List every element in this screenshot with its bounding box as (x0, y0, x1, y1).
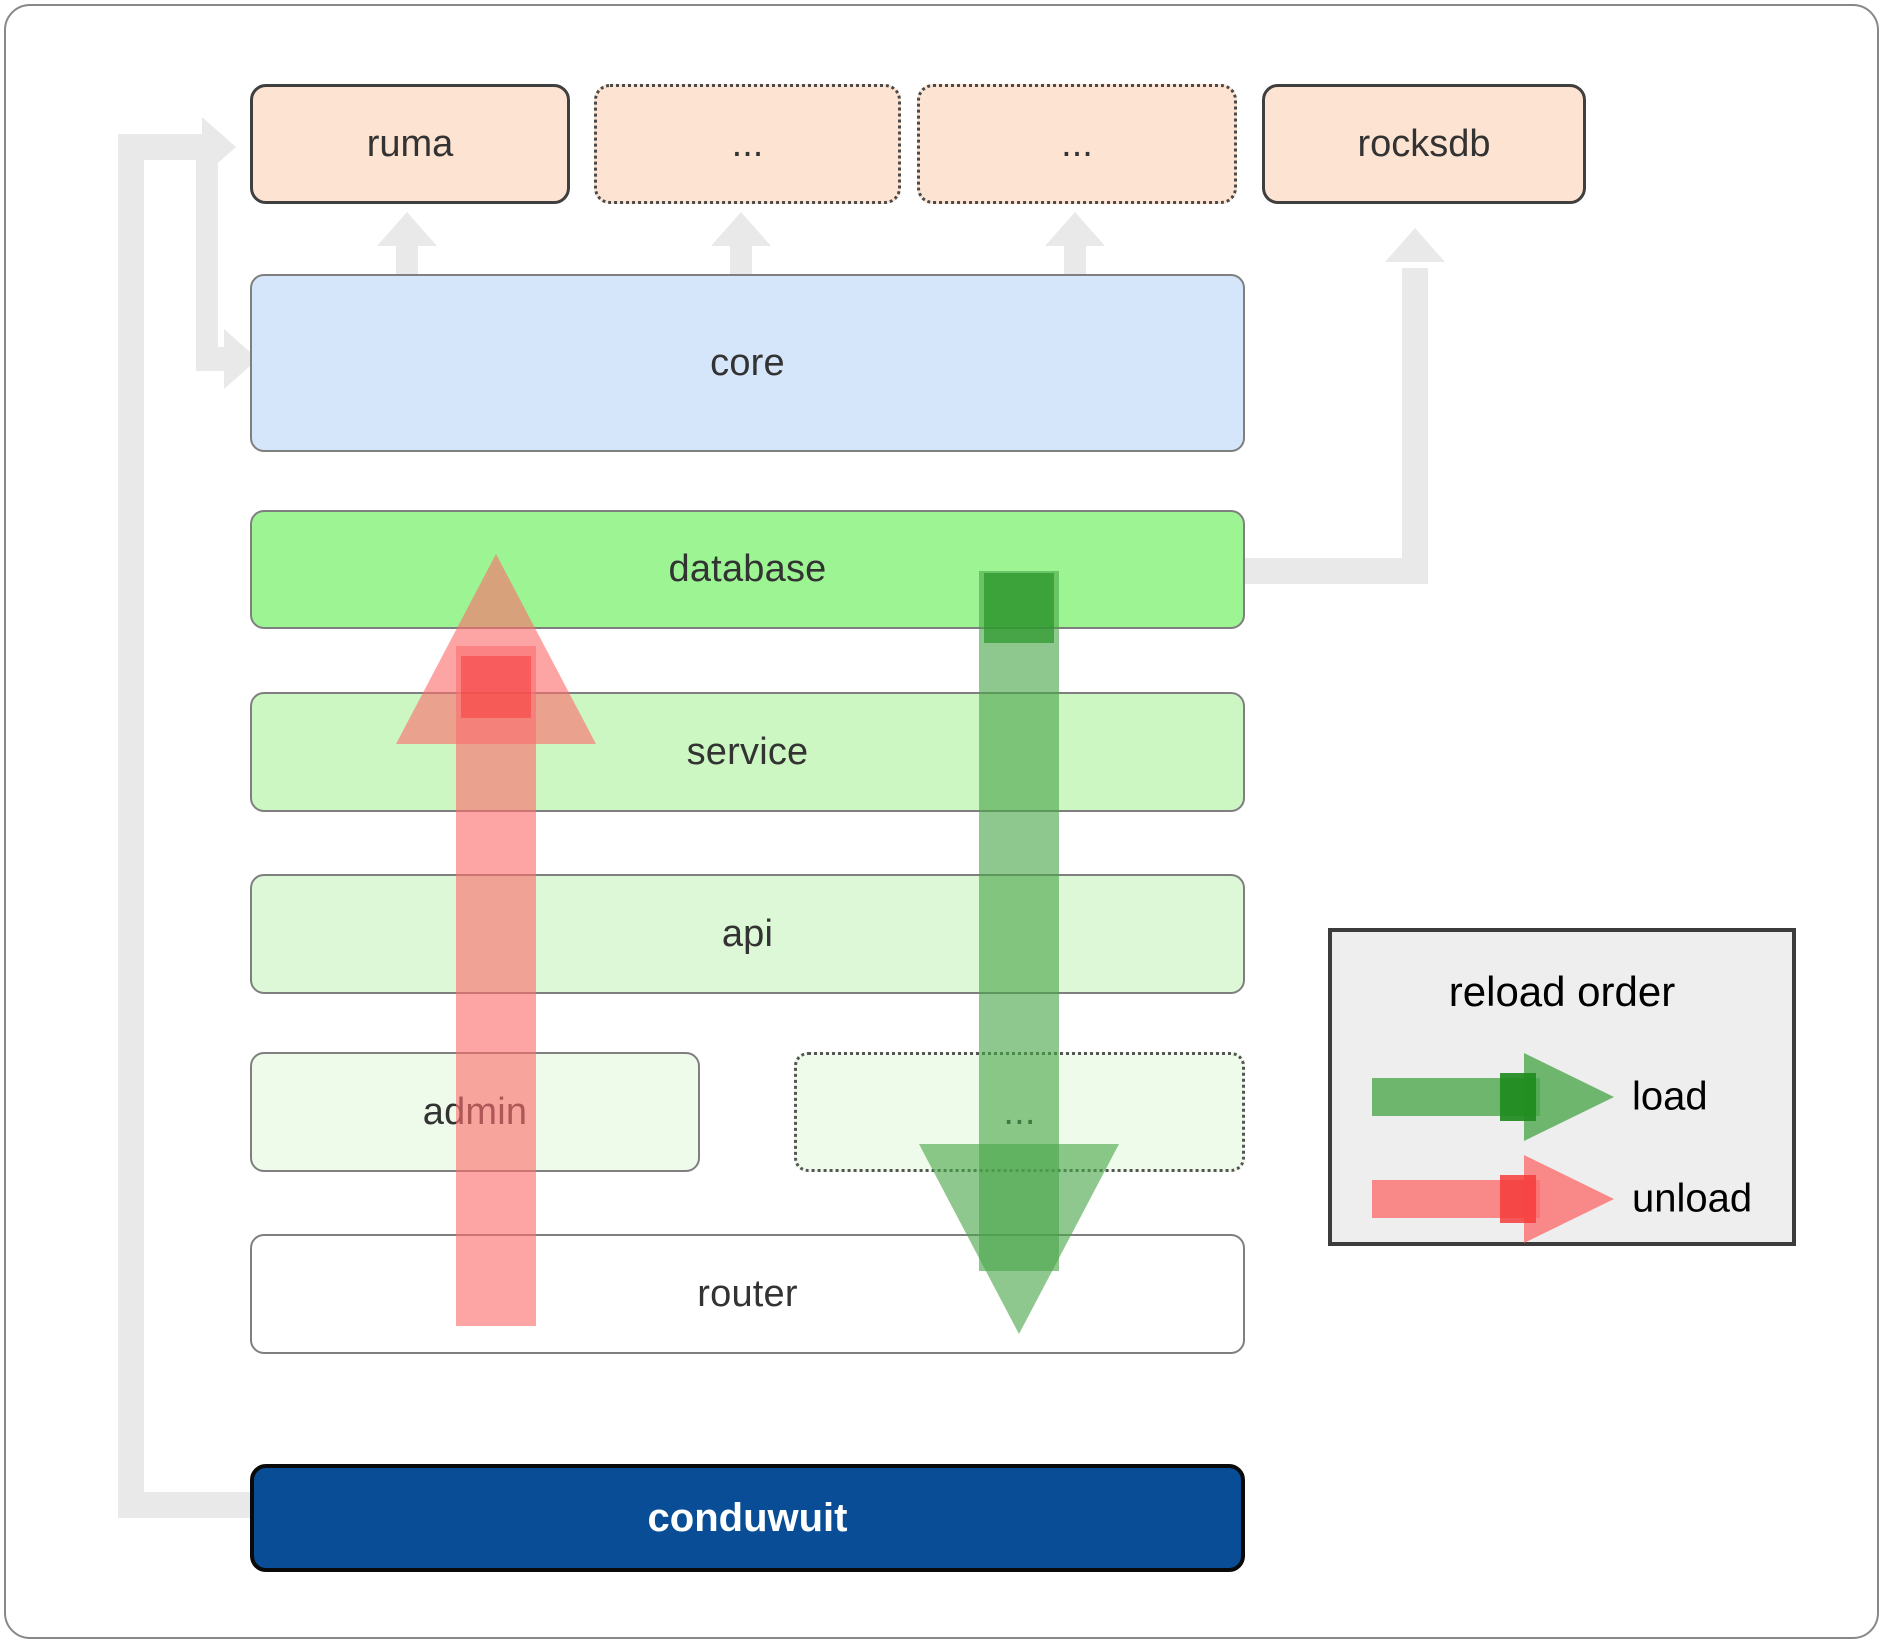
legend-unload-notch (1500, 1175, 1536, 1223)
dependency-box-ellipsis-2[interactable]: ... (917, 84, 1237, 204)
legend-title: reload order (1448, 968, 1676, 1015)
core-to-dep3-shaft (1064, 234, 1086, 282)
legend-load-notch (1500, 1073, 1536, 1121)
load-arrow-head-icon (919, 1144, 1119, 1334)
unload-arrow-shaft (456, 646, 536, 1326)
connector-right-horizontal (1238, 558, 1428, 584)
legend-row-unload: unload (1332, 1154, 1792, 1244)
core-to-dep3-arrow-icon (1045, 212, 1105, 246)
legend-load-label: load (1632, 1074, 1708, 1119)
connector-left-branch-vertical (196, 134, 218, 359)
core-to-ruma-shaft (396, 234, 418, 282)
root-box-conduwuit[interactable]: conduwuit (250, 1464, 1245, 1572)
dependency-label: ... (1061, 122, 1093, 165)
layer-label: router (697, 1272, 798, 1315)
root-label: conduwuit (647, 1495, 848, 1540)
layer-box-core[interactable]: core (250, 274, 1245, 452)
dependency-label: ... (731, 122, 764, 165)
legend-row-load: load (1332, 1052, 1792, 1142)
dependency-box-ellipsis-1[interactable]: ... (594, 84, 901, 204)
dependency-box-ruma[interactable]: ruma (250, 84, 570, 204)
legend-panel: reload order load unload (1328, 928, 1796, 1246)
connector-right-vertical (1402, 268, 1428, 568)
dependency-box-rocksdb[interactable]: rocksdb (1262, 84, 1586, 204)
connector-left-trunk-vertical (118, 134, 144, 1518)
connector-left-bottom-horizontal (118, 1492, 258, 1518)
layer-label: api (721, 912, 774, 955)
dependency-label: ruma (366, 122, 454, 165)
connector-left-to-ruma-horizontal (118, 134, 208, 160)
core-to-ruma-arrow-icon (377, 212, 437, 246)
core-to-dep2-shaft (730, 234, 752, 282)
core-to-dep2-arrow-icon (711, 212, 771, 246)
connector-arrow-to-rocksdb-icon (1385, 228, 1445, 262)
legend-load-arrow-icon (1524, 1053, 1614, 1141)
load-arrow-notch (984, 573, 1054, 643)
layer-label: database (668, 548, 827, 590)
unload-arrow-notch (461, 656, 531, 718)
layer-label: service (686, 730, 809, 773)
layer-box-api[interactable]: api (250, 874, 1245, 994)
dependency-label: rocksdb (1357, 122, 1491, 165)
diagram-frame: ruma ... ... rocksdb core database servi… (4, 4, 1879, 1639)
legend-unload-arrow-icon (1524, 1155, 1614, 1243)
legend-unload-label: unload (1632, 1176, 1753, 1221)
layer-label: core (710, 341, 785, 384)
